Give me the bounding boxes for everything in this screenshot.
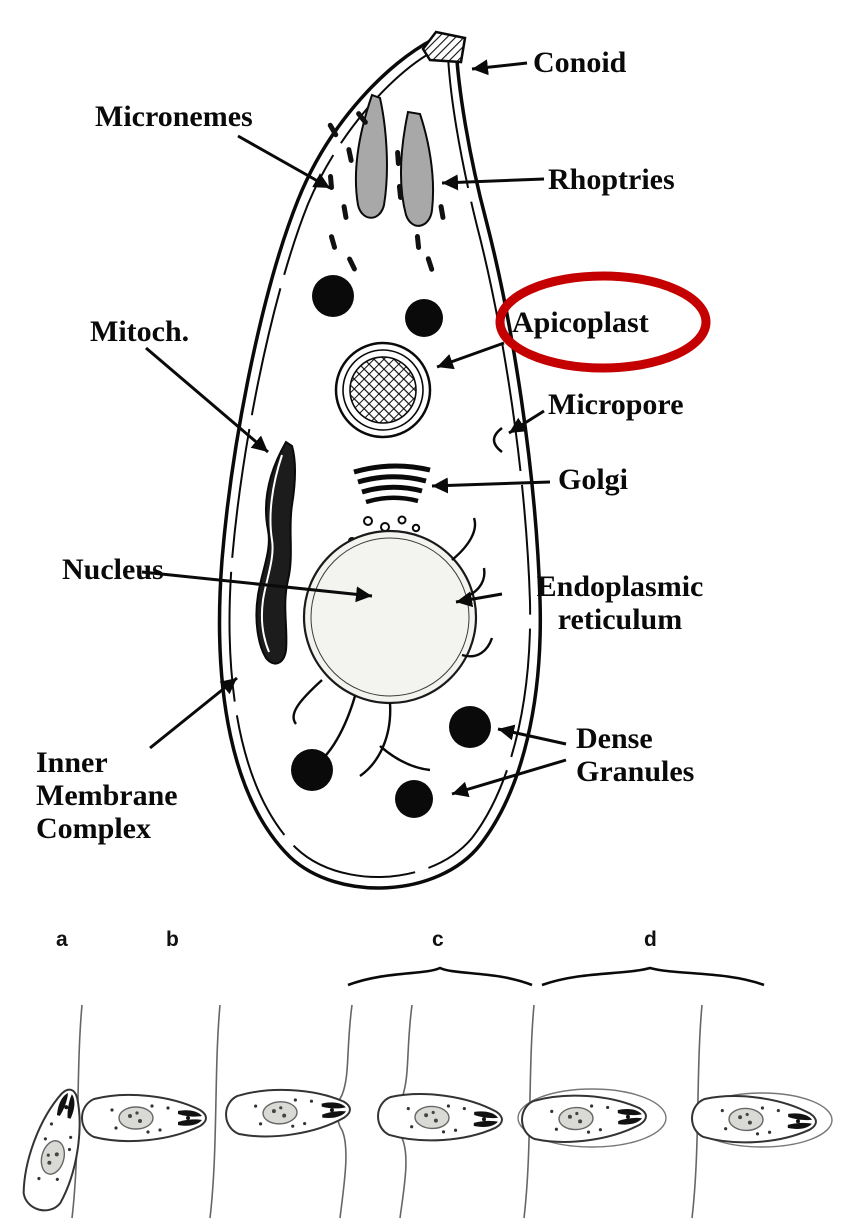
apicoplast-structure <box>334 341 432 439</box>
dense-granules-arrow-lower <box>451 758 567 798</box>
micronemes-structure <box>327 111 446 272</box>
golgi-arrow <box>431 477 551 494</box>
stage-a-parasite <box>15 1082 95 1217</box>
nucleus-structure <box>302 529 478 705</box>
stage-letter-c: c <box>432 928 444 951</box>
label-apicoplast: Apicoplast <box>512 306 649 339</box>
stage-c2-parasite <box>376 1091 504 1144</box>
label-golgi: Golgi <box>558 463 629 496</box>
cell-body <box>217 36 543 890</box>
dense-granules-structure <box>291 706 491 818</box>
micropore-arrow <box>508 409 545 435</box>
invasion-sequence-panel <box>15 966 833 1219</box>
nucleus-arrow <box>141 570 373 603</box>
micropore-structure <box>492 427 503 453</box>
label-micropore: Micropore <box>548 388 684 421</box>
label-micronemes: Micronemes <box>95 100 253 133</box>
mitoch-arrow <box>145 346 269 454</box>
label-conoid: Conoid <box>533 46 627 79</box>
upper-granules <box>312 275 443 337</box>
label-endoplasmic-reticulum: Endoplasmic reticulum <box>536 570 704 636</box>
rhoptries-structure <box>355 93 435 227</box>
dense-granules-arrow-upper <box>497 724 567 746</box>
host-membrane-b <box>209 1004 221 1219</box>
stage-b-parasite <box>81 1093 207 1143</box>
label-inner-membrane-complex: Inner Membrane Complex <box>36 746 178 845</box>
label-nucleus: Nucleus <box>62 553 164 586</box>
label-mitoch: Mitoch. <box>90 315 190 348</box>
stage-c1-parasite <box>223 1085 353 1140</box>
apicoplast-highlight-ellipse <box>495 271 711 373</box>
inner-membrane-complex-line <box>228 51 532 878</box>
label-dense-granules: Dense Granules <box>576 722 695 788</box>
endoplasmic-reticulum-arrow <box>455 591 503 608</box>
stage-letter-b: b <box>166 928 179 951</box>
apicoplast-arrow <box>436 341 505 370</box>
stage-d1-parasite <box>520 1092 648 1145</box>
micronemes-arrow <box>237 134 331 190</box>
conoid-structure <box>421 30 467 64</box>
rhoptries-arrow <box>441 174 545 191</box>
stage-letter-d: d <box>644 928 657 951</box>
stage-d2-parasite <box>690 1093 818 1146</box>
label-rhoptries: Rhoptries <box>548 163 675 196</box>
inner-membrane-complex-arrow <box>149 676 238 750</box>
mitochondrion-structure <box>255 440 296 665</box>
label-arrows <box>141 59 567 798</box>
conoid-arrow <box>471 59 528 76</box>
plasma-membrane <box>217 36 543 890</box>
vacuole-d1 <box>517 1088 667 1148</box>
stage-c-brace <box>347 966 533 987</box>
stage-d-brace <box>541 966 765 987</box>
stage-letter-a: a <box>56 928 68 951</box>
